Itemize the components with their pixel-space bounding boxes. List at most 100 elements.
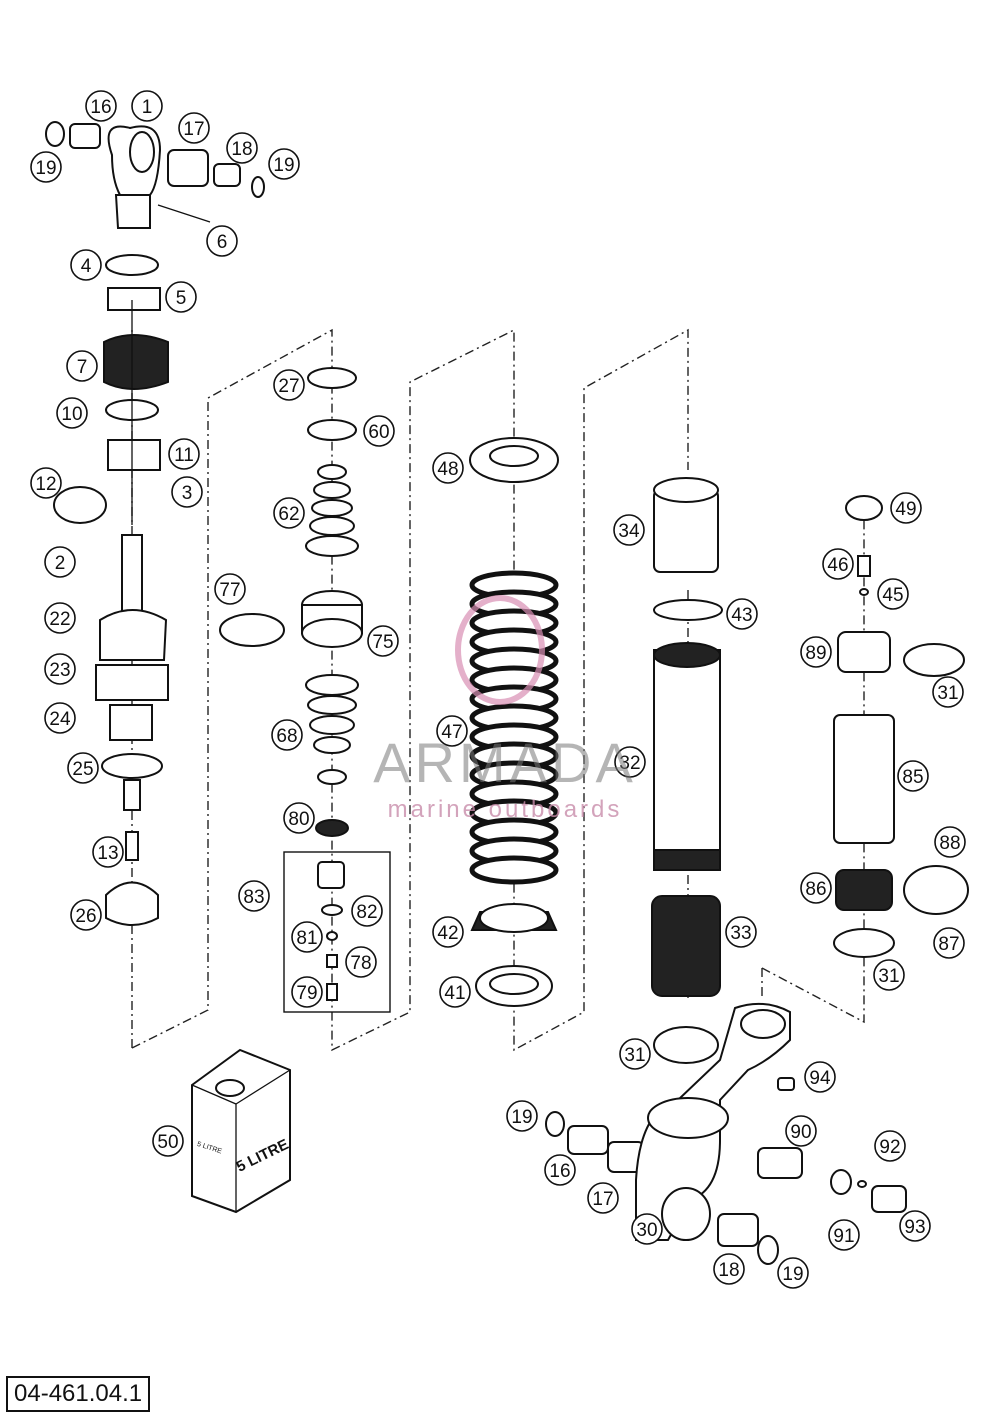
callout-circle bbox=[828, 1219, 860, 1251]
callout-circle bbox=[56, 397, 88, 429]
callout-circle bbox=[436, 715, 468, 747]
callout-93: 93 bbox=[899, 1210, 931, 1242]
callout-77: 77 bbox=[214, 573, 246, 605]
callout-circle bbox=[44, 702, 76, 734]
callout-number: 11 bbox=[174, 445, 194, 466]
shim-stack-assembly bbox=[219, 367, 363, 837]
callout-60: 60 bbox=[363, 415, 395, 447]
callout-number: 68 bbox=[276, 726, 297, 747]
callout-10: 10 bbox=[56, 397, 88, 429]
callout-75: 75 bbox=[367, 625, 399, 657]
callout-number: 27 bbox=[278, 376, 299, 397]
callout-number: 94 bbox=[809, 1068, 831, 1089]
callout-62: 62 bbox=[273, 497, 305, 529]
callout-circle bbox=[367, 625, 399, 657]
callout-number: 47 bbox=[441, 722, 462, 743]
callout-27: 27 bbox=[273, 369, 305, 401]
callout-circle bbox=[178, 112, 210, 144]
callout-number: 48 bbox=[437, 459, 458, 480]
callout-number: 18 bbox=[718, 1260, 739, 1281]
callout-25: 25 bbox=[67, 752, 99, 784]
callout-circle bbox=[165, 281, 197, 313]
callout-number: 91 bbox=[833, 1226, 854, 1247]
callout-17: 17 bbox=[178, 112, 210, 144]
callout-22: 22 bbox=[44, 602, 76, 634]
callout-31: 31 bbox=[873, 959, 905, 991]
callout-43: 43 bbox=[726, 598, 758, 630]
callout-circle bbox=[877, 578, 909, 610]
callout-number: 19 bbox=[782, 1264, 803, 1285]
callout-16: 16 bbox=[85, 90, 117, 122]
callout-number: 34 bbox=[618, 521, 640, 542]
callout-4: 4 bbox=[70, 249, 102, 281]
callout-circle bbox=[439, 976, 471, 1008]
callout-circle bbox=[544, 1154, 576, 1186]
callout-number: 81 bbox=[296, 928, 317, 949]
callout-circle bbox=[70, 249, 102, 281]
callout-number: 50 bbox=[157, 1132, 178, 1153]
callout-number: 45 bbox=[882, 585, 903, 606]
callout-number: 88 bbox=[939, 833, 960, 854]
drawing-number: 04-461.04.1 bbox=[6, 1376, 151, 1412]
callout-18: 18 bbox=[713, 1253, 745, 1285]
callout-16: 16 bbox=[544, 1154, 576, 1186]
callout-92: 92 bbox=[874, 1130, 906, 1162]
callout-82: 82 bbox=[351, 895, 383, 927]
callout-number: 77 bbox=[219, 580, 240, 601]
callout-42: 42 bbox=[432, 916, 464, 948]
callout-50: 50 bbox=[152, 1125, 184, 1157]
callout-86: 86 bbox=[800, 872, 832, 904]
callout-number: 87 bbox=[938, 934, 959, 955]
callout-circle bbox=[70, 899, 102, 931]
callout-circle bbox=[291, 921, 323, 953]
callout-circle bbox=[44, 602, 76, 634]
callout-number: 41 bbox=[444, 983, 465, 1004]
oil-can: 5 LITRE 5 LITRE bbox=[191, 1048, 291, 1214]
callout-number: 7 bbox=[77, 357, 88, 378]
callout-circle bbox=[614, 746, 646, 778]
callout-31: 31 bbox=[619, 1038, 651, 1070]
callout-number: 85 bbox=[902, 767, 923, 788]
callout-circle bbox=[30, 467, 62, 499]
callout-circle bbox=[85, 90, 117, 122]
callout-circle bbox=[67, 752, 99, 784]
callout-83: 83 bbox=[238, 880, 270, 912]
callout-number: 6 bbox=[217, 232, 228, 253]
callout-number: 4 bbox=[81, 256, 92, 277]
callout-number: 13 bbox=[97, 843, 118, 864]
callout-34: 34 bbox=[613, 514, 645, 546]
callout-circle bbox=[899, 1210, 931, 1242]
spring-assembly bbox=[455, 437, 559, 1007]
callout-number: 75 bbox=[372, 632, 393, 653]
callout-49: 49 bbox=[890, 492, 922, 524]
callout-number: 10 bbox=[61, 404, 82, 425]
callout-circle bbox=[44, 546, 76, 578]
callout-24: 24 bbox=[44, 702, 76, 734]
callout-number: 33 bbox=[730, 923, 751, 944]
callout-number: 5 bbox=[176, 288, 187, 309]
callout-number: 83 bbox=[243, 887, 264, 908]
callout-circle bbox=[351, 895, 383, 927]
callout-circle bbox=[363, 415, 395, 447]
callout-circle bbox=[932, 676, 964, 708]
callout-circle bbox=[874, 1130, 906, 1162]
callout-number: 60 bbox=[368, 422, 389, 443]
callout-circle bbox=[506, 1100, 538, 1132]
callout-13: 13 bbox=[92, 836, 124, 868]
callout-number: 16 bbox=[549, 1161, 570, 1182]
callout-circle bbox=[897, 760, 929, 792]
callout-7: 7 bbox=[66, 350, 98, 382]
callout-number: 31 bbox=[624, 1045, 645, 1066]
callout-circle bbox=[291, 976, 323, 1008]
callout-number: 12 bbox=[35, 474, 56, 495]
callout-circle bbox=[238, 880, 270, 912]
callout-circle bbox=[934, 826, 966, 858]
callout-79: 79 bbox=[291, 976, 323, 1008]
callout-18: 18 bbox=[226, 132, 258, 164]
callout-68: 68 bbox=[271, 719, 303, 751]
callout-47: 47 bbox=[436, 715, 468, 747]
callout-number: 32 bbox=[619, 753, 640, 774]
callout-number: 46 bbox=[827, 555, 848, 576]
callout-number: 31 bbox=[937, 683, 958, 704]
watermark-brand: ARMADA bbox=[373, 731, 637, 794]
